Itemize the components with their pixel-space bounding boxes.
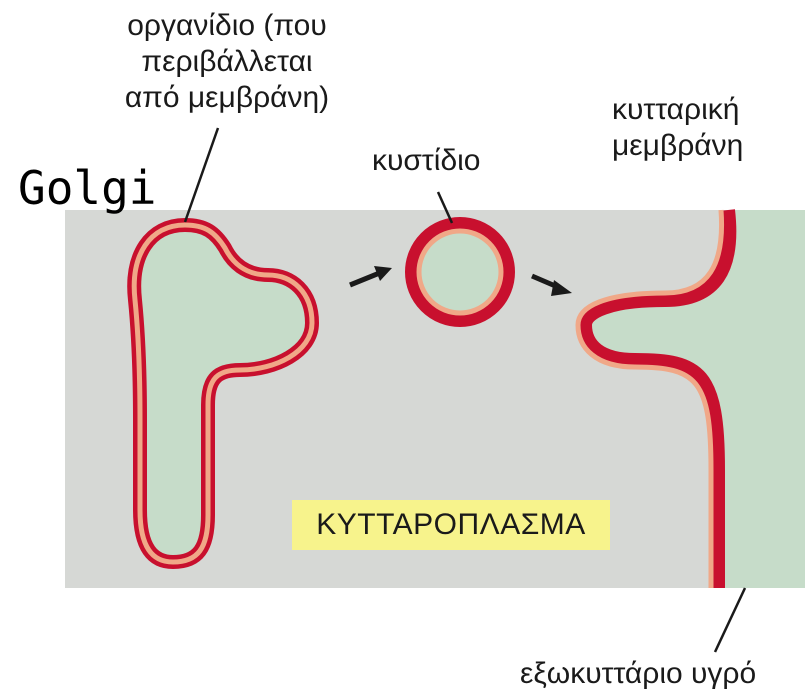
organelle-leader-line xyxy=(185,128,218,222)
cell-membrane-label: κυτταρική μεμβράνη xyxy=(612,92,743,164)
vesicle-label: κυστίδιο xyxy=(372,143,481,179)
extracellular-fluid-label: εξωκυττάριο υγρό xyxy=(520,656,756,692)
cell-membrane-label-line-2: μεμβράνη xyxy=(612,128,743,164)
organelle-label-line-3: από μεμβράνη) xyxy=(92,80,362,116)
cell-membrane-label-line-1: κυτταρική xyxy=(612,92,743,128)
cytoplasm-label: ΚΥΤΤΑΡΟΠΛΑΣΜΑ xyxy=(292,500,610,550)
golgi-label: Golgi xyxy=(18,160,156,216)
vesicle xyxy=(412,224,508,320)
extracellular-leader-line xyxy=(715,588,745,652)
organelle-label-line-2: περιβάλλεται xyxy=(92,44,362,80)
organelle-label-line-1: οργανίδιο (που xyxy=(92,8,362,44)
organelle-label: οργανίδιο (που περιβάλλεται από μεμβράνη… xyxy=(92,8,362,116)
